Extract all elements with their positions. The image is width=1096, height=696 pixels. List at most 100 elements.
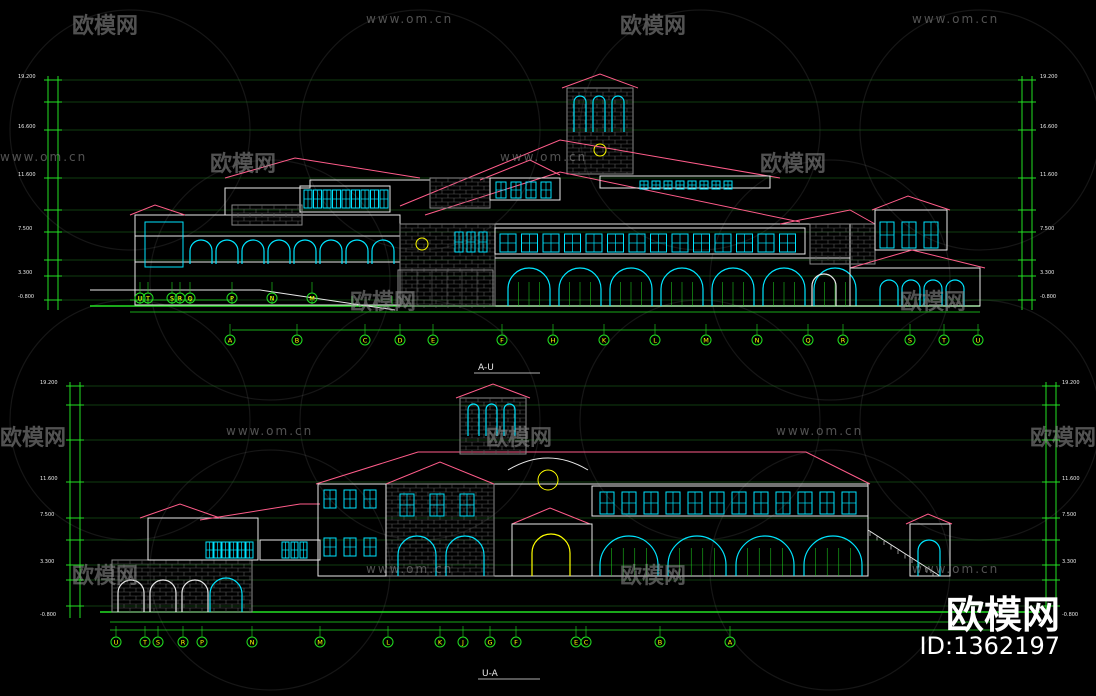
watermark-brand: 欧模网	[72, 564, 139, 589]
ground-arch	[507, 267, 551, 306]
arcade-arch	[371, 239, 395, 264]
elevation-label: 7.500	[18, 226, 32, 232]
grid-label: R	[181, 638, 186, 646]
sheet-title: A-U	[478, 363, 494, 373]
ornament-circle	[415, 237, 429, 251]
tower-window	[503, 403, 516, 436]
grid-label: D	[397, 336, 402, 344]
tower-roof	[561, 73, 639, 89]
arcade-arch	[189, 239, 213, 264]
right-arch	[879, 279, 899, 306]
pavilion	[144, 221, 184, 268]
grid-label: N	[755, 336, 760, 344]
entry-gable	[511, 507, 591, 525]
watermark-arcs	[9, 9, 1096, 691]
elevation-label: 3.300	[18, 270, 32, 276]
main-roof	[315, 451, 871, 485]
grid-label: T	[142, 638, 147, 646]
ground-arch	[609, 267, 653, 306]
grid-label: J	[461, 638, 464, 646]
arcade-arch	[345, 239, 369, 264]
brand-id-text: ID:1362197	[919, 632, 1060, 660]
pavilion-roof	[871, 195, 951, 211]
grid-label: T	[941, 336, 946, 344]
elevation-label: 19.200	[18, 74, 36, 80]
watermark-site: www.om.cn	[776, 424, 864, 438]
grid-label: U	[114, 638, 119, 646]
grid-label: F	[514, 638, 518, 646]
grid-label: S	[156, 638, 160, 646]
upper-massing	[224, 179, 430, 215]
small-arch	[917, 539, 941, 576]
watermark-site: www.om.cn	[912, 562, 1000, 576]
lower-roof	[424, 171, 801, 223]
brand-logo-text: 欧模网	[945, 593, 1060, 637]
elevation-label: 3.300	[40, 559, 54, 565]
elevation-label: 11.600	[18, 172, 36, 178]
grid-label: S	[908, 336, 912, 344]
right-arcade	[599, 535, 659, 576]
watermark-site: www.om.cn	[366, 562, 454, 576]
right-arcade	[735, 535, 795, 576]
left-gable	[139, 503, 221, 519]
sheet-title: U-A	[482, 669, 499, 679]
left-mid	[147, 517, 259, 561]
grid-label: E	[574, 638, 578, 646]
grid-label: G	[487, 638, 492, 646]
dormer-roof	[479, 159, 561, 181]
elevation-label: 7.500	[40, 512, 54, 518]
link-block	[259, 539, 321, 561]
elevation-label: 7.500	[1062, 512, 1076, 518]
tower-window	[467, 403, 480, 436]
watermark-arc	[149, 449, 391, 691]
ornament-arc	[507, 457, 589, 471]
left-arch	[181, 579, 209, 612]
stair-rail	[867, 529, 941, 577]
right-arch	[901, 279, 921, 306]
site-slope	[90, 289, 396, 311]
watermark-brand: 欧模网	[486, 426, 553, 451]
watermark-brand: 欧模网	[0, 426, 67, 451]
grid-label: F	[500, 336, 504, 344]
watermark-site: www.om.cn	[366, 12, 454, 26]
ground-arch	[762, 267, 806, 306]
ground-arch	[711, 267, 755, 306]
watermark-site: www.om.cn	[226, 424, 314, 438]
central-arch	[397, 535, 437, 576]
elevation-label: 19.200	[40, 380, 58, 386]
entry-portal	[511, 523, 593, 577]
elevation-label: -0.800	[40, 612, 56, 618]
right-arch	[945, 279, 965, 306]
grid-label: C	[584, 638, 589, 646]
arcade-arch	[319, 239, 343, 264]
grid-label: P	[230, 294, 234, 302]
elevation-label: 19.200	[1062, 380, 1080, 386]
watermark-arc	[709, 159, 951, 401]
elevation-label: -0.800	[18, 294, 34, 300]
right-ground	[849, 267, 981, 307]
right-arcade	[803, 535, 863, 576]
tower-window	[573, 95, 587, 132]
left-slope-roof	[199, 503, 320, 521]
grid-label: M	[309, 294, 315, 302]
arcade-arch	[267, 239, 291, 264]
tower-clock	[593, 143, 607, 157]
grid-label: B	[295, 336, 299, 344]
grid-label: A	[228, 336, 233, 344]
roof-pitch	[224, 157, 421, 179]
elevation-label: 19.200	[1040, 74, 1058, 80]
elevation-label: 11.600	[1062, 476, 1080, 482]
grid-label: U	[976, 336, 981, 344]
grid-label: T	[145, 294, 150, 302]
elevation-label: 11.600	[1040, 172, 1058, 178]
grid-label: R	[178, 294, 183, 302]
arcade-arch	[215, 239, 239, 264]
grid-label: R	[841, 336, 846, 344]
arcade-arch	[293, 239, 317, 264]
tower-window	[611, 95, 625, 132]
watermark-brand: 欧模网	[210, 152, 277, 177]
grid-label: L	[653, 336, 657, 344]
grid-label: U	[138, 294, 143, 302]
